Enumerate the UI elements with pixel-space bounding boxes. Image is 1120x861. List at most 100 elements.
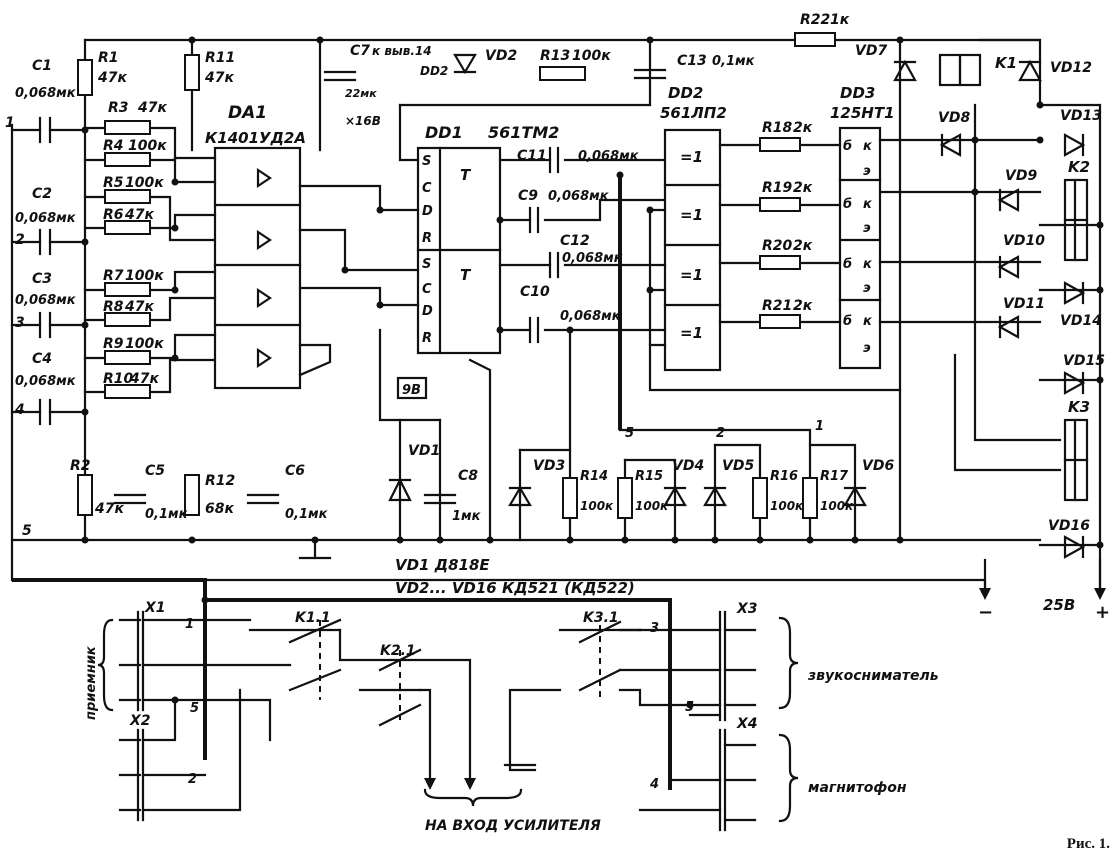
r14-ref: R14	[580, 469, 608, 484]
junction-dots	[81, 36, 1104, 709]
r5-ref: R5	[103, 175, 124, 191]
r1-ref: R1	[98, 50, 119, 66]
input-4-number: 4	[14, 402, 25, 418]
c3-value: 0,068мк	[15, 293, 77, 308]
x3-pin3-number: 3	[650, 621, 659, 636]
node-2-number: 2	[716, 426, 725, 441]
relay-contacts	[248, 618, 642, 782]
r10-value: 47к	[129, 371, 159, 387]
r22-ref: R22	[800, 12, 830, 28]
r9-value: 100к	[125, 336, 164, 352]
c9-value: 0,068мк	[548, 189, 610, 204]
r22-value: 1к	[830, 12, 850, 28]
vd8-label: VD8	[938, 110, 970, 126]
pickup-label: звукосниматель	[807, 668, 939, 684]
vd11-label: VD11	[1003, 296, 1045, 312]
ic-dd2-ref: DD2	[668, 84, 703, 102]
c10-ref: C10	[520, 284, 550, 300]
r10-ref: R10	[103, 371, 134, 387]
k2-label: K2	[1068, 158, 1090, 176]
r4-value: 100к	[128, 138, 167, 154]
k21-label: K2.1	[380, 643, 416, 659]
tape-label: магнитофон	[808, 780, 907, 796]
r13-value: 100к	[572, 48, 611, 64]
r13-ref: R13	[540, 48, 570, 64]
r16-ref: R16	[770, 469, 798, 484]
r3-value: 47к	[137, 100, 167, 116]
dd2-xor-3: =1	[680, 266, 703, 284]
vd5-label: VD5	[722, 458, 754, 474]
arrows	[424, 588, 1106, 790]
r15-value: 100к	[635, 499, 669, 513]
r1-value: 47к	[97, 70, 127, 86]
r6-ref: R6	[103, 207, 124, 223]
r4-ref: R4	[103, 138, 124, 154]
dd1-pin-r2: R	[422, 331, 432, 346]
r8-value: 47к	[124, 299, 154, 315]
c9-ref: C9	[518, 188, 538, 204]
dd1-pin-d2: D	[422, 304, 433, 319]
dd2-xor-1: =1	[680, 148, 703, 166]
ic-labels: DA1 К1401УД2А DD1 561ТМ2 DD2 561ЛП2 DD3 …	[205, 84, 895, 356]
node-5-number: 5	[625, 426, 634, 441]
input-3-number: 3	[15, 315, 25, 331]
r20-ref: R20	[762, 238, 793, 254]
c13-ref: C13	[677, 53, 707, 69]
dd1-t-lower: T	[460, 266, 472, 284]
capacitor-plates	[38, 68, 667, 505]
vd14-label: VD14	[1060, 313, 1102, 329]
dd1-pin-c1: C	[422, 181, 432, 196]
r11-value: 47к	[204, 70, 234, 86]
vd7-label: VD7	[855, 43, 887, 59]
r2-value: 47к	[94, 501, 124, 517]
r11-ref: R11	[205, 50, 235, 66]
r12-value: 68к	[205, 501, 234, 517]
c8-value: 1мк	[452, 509, 482, 524]
input-1-number: 1	[5, 115, 15, 131]
x4-label: X4	[736, 716, 758, 732]
r19-value: 2к	[793, 180, 813, 196]
c10-value: 0,068мк	[560, 309, 622, 324]
dd3-b2: б	[843, 197, 852, 212]
x3-label: X3	[736, 601, 758, 617]
dd3-e2: э	[863, 221, 871, 236]
c6-value: 0,1мк	[285, 507, 329, 522]
vd12-label: VD12	[1050, 60, 1092, 76]
c7-note: к выв.14	[372, 44, 432, 58]
c4-ref: C4	[32, 351, 52, 367]
gnd-5-number: 5	[22, 523, 32, 539]
r15-ref: R15	[635, 469, 663, 484]
ic-dd1-part: 561ТМ2	[488, 123, 559, 142]
ic-dd3-ref: DD3	[840, 84, 875, 102]
r20-value: 2к	[793, 238, 813, 254]
r6-value: 47к	[124, 207, 154, 223]
ic-dd3-part: 125НТ1	[830, 104, 895, 122]
r5-value: 100к	[125, 175, 164, 191]
x2-label: X2	[129, 713, 151, 729]
relay-coils	[938, 53, 1089, 502]
r7-ref: R7	[103, 268, 124, 284]
resistor-bodies	[77, 32, 836, 519]
r18-value: 2к	[793, 120, 813, 136]
box-9v	[396, 376, 428, 400]
r18-ref: R18	[762, 120, 793, 136]
ic-dd1-ref: DD1	[425, 123, 463, 142]
r8-ref: R8	[103, 299, 124, 315]
dd1-pin-s1: S	[422, 154, 431, 169]
c12-value: 0,068мк	[562, 251, 624, 266]
c2-ref: C2	[32, 186, 52, 202]
dd1-t-upper: T	[460, 166, 472, 184]
ic-da1-part: К1401УД2А	[205, 129, 306, 147]
dd1-pin-c2: C	[422, 282, 432, 297]
connector-labels: X1 X2 X3 X4 звукосниматель магнитофон НА…	[84, 600, 939, 834]
k11-label: K1.1	[295, 610, 331, 626]
k3-label: K3	[1068, 398, 1090, 416]
r21-value: 2к	[793, 298, 813, 314]
vd9-label: VD9	[1005, 168, 1037, 184]
dd3-k2: к	[863, 197, 873, 212]
dd3-e3: э	[863, 281, 871, 296]
amp-input-label: НА ВХОД УСИЛИТЕЛЯ	[425, 818, 601, 834]
x1-label: X1	[144, 600, 166, 616]
